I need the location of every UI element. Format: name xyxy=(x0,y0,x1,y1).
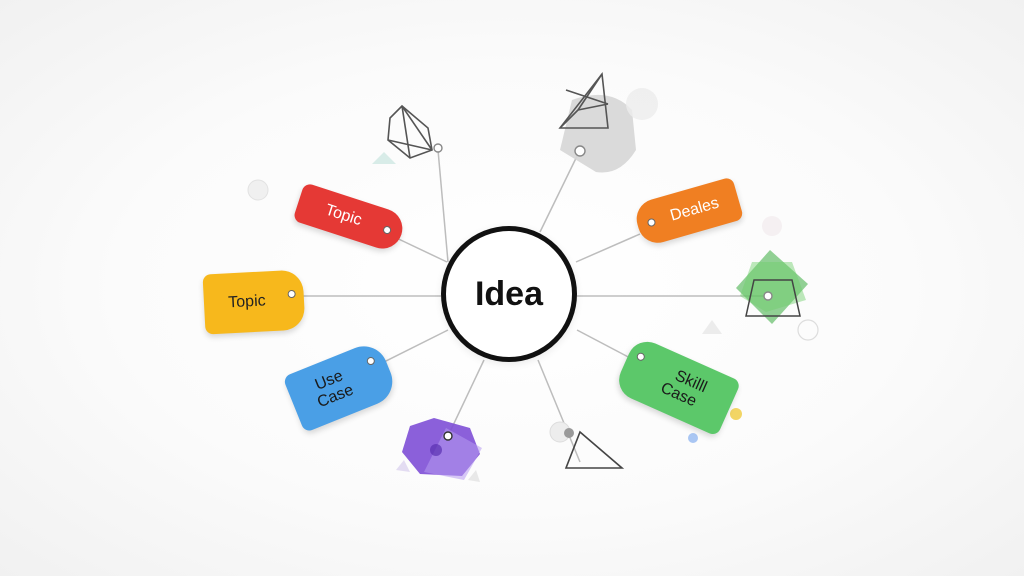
faint-triangle-right xyxy=(702,320,722,334)
faint-circle-left xyxy=(247,179,269,201)
faint-circle-right xyxy=(762,216,782,236)
connector-line-skill-case xyxy=(576,329,635,361)
tag-topic-yellow[interactable]: Topic xyxy=(202,269,306,335)
tag-hole xyxy=(646,217,657,228)
center-node-label: Idea xyxy=(474,274,544,313)
connector-line-bottom-triangle xyxy=(537,359,581,463)
connector-line-purple-shape xyxy=(447,359,485,437)
connector-line-top-right-shape xyxy=(539,149,581,233)
tag-topic-red-label: Topic xyxy=(323,201,365,229)
green-diamond-shape xyxy=(736,250,819,341)
connector-line-use-case xyxy=(379,329,449,365)
tag-hole xyxy=(635,351,647,363)
tag-topic-red[interactable]: Topic xyxy=(292,182,408,254)
small-teal-triangle xyxy=(372,152,396,164)
node-dot-top-left xyxy=(433,143,443,153)
connector-line-deales xyxy=(575,233,641,263)
tag-deales[interactable]: Deales xyxy=(631,176,745,248)
connector-line-top-left-shape xyxy=(437,149,449,263)
tag-hole xyxy=(287,289,296,299)
node-dot-top-right xyxy=(574,145,586,157)
outline-polyhedron-shape xyxy=(387,104,433,159)
tag-hole xyxy=(365,355,377,367)
outline-triangle-shape xyxy=(549,421,625,469)
gray-pyramid-shape xyxy=(558,71,658,173)
node-dot-purple xyxy=(443,431,453,441)
tag-use-case[interactable]: Use Case xyxy=(282,339,400,433)
node-dot-right xyxy=(763,291,773,301)
tag-skill-case[interactable]: Skilll Case xyxy=(612,335,742,437)
center-node-idea[interactable]: Idea xyxy=(441,226,577,362)
yellow-dot xyxy=(730,408,742,420)
tag-topic-yellow-label: Topic xyxy=(227,291,267,311)
tag-hole xyxy=(382,225,393,236)
blue-dot xyxy=(688,433,698,443)
tag-deales-label: Deales xyxy=(668,194,721,225)
purple-hexagon-shape xyxy=(396,418,482,482)
